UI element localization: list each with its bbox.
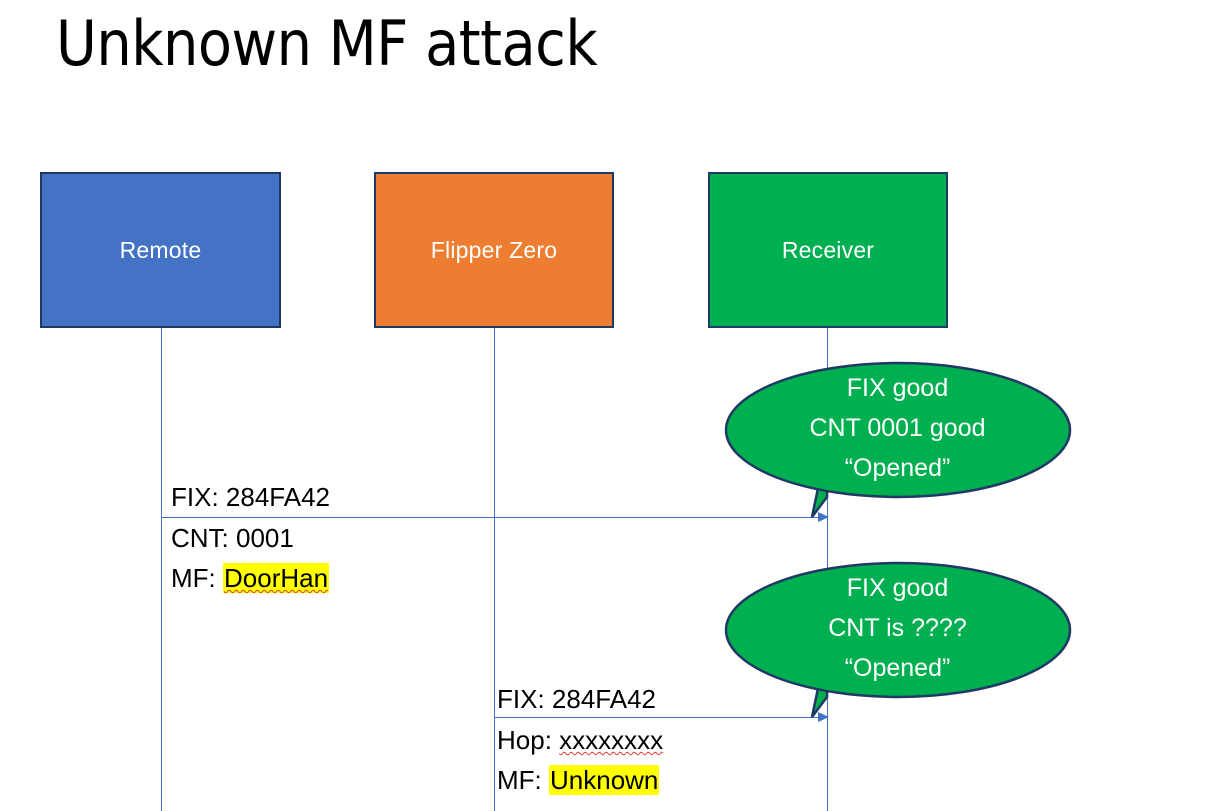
- actor-label-remote: Remote: [119, 236, 202, 263]
- actor-box-receiver[interactable]: Receiver: [708, 172, 948, 328]
- actor-label-receiver: Receiver: [781, 236, 875, 263]
- message-2-label-above: FIX: 284FA42: [497, 679, 656, 719]
- speech-bubble-shape: [724, 361, 1072, 518]
- message-1-cnt-line: CNT: 0001: [171, 518, 329, 558]
- speech-bubble-shape: [724, 561, 1072, 718]
- speech-bubble-receiver-1: FIX good CNT 0001 good “Opened”: [724, 361, 1072, 520]
- message-2-mf-line: MF: Unknown: [497, 760, 663, 800]
- message-1-label-below: CNT: 0001 MF: DoorHan: [171, 518, 330, 598]
- speech-bubble-ellipse: [724, 561, 1072, 699]
- lifeline-flipper: [494, 328, 495, 811]
- actor-box-remote[interactable]: Remote: [40, 172, 281, 328]
- message-arrow-remote-to-receiver: [161, 512, 829, 522]
- message-2-hop-value: xxxxxxxx: [559, 725, 664, 755]
- arrow-head-icon: [818, 712, 829, 722]
- actor-box-flipper[interactable]: Flipper Zero: [374, 172, 614, 328]
- message-2-label-below: Hop: xxxxxxxx MF: Unknown: [497, 720, 663, 800]
- message-2-fix-text: FIX: 284FA42: [497, 684, 656, 714]
- message-1-fix-text: FIX: 284FA42: [171, 482, 330, 512]
- message-1-mf-line: MF: DoorHan: [171, 558, 330, 598]
- actor-label-flipper: Flipper Zero: [430, 236, 558, 263]
- message-1-cnt-text: CNT: 0001: [171, 523, 294, 553]
- message-2-mf-prefix: MF:: [497, 765, 549, 795]
- page-title: Unknown MF attack: [56, 7, 598, 80]
- arrow-head-icon: [818, 512, 829, 522]
- message-arrow-flipper-to-receiver: [494, 712, 829, 722]
- lifeline-remote: [161, 328, 162, 811]
- speech-bubble-receiver-2: FIX good CNT is ???? “Opened”: [724, 561, 1072, 720]
- message-2-hop-line: Hop: xxxxxxxx: [497, 720, 663, 760]
- message-1-mf-prefix: MF:: [171, 563, 223, 593]
- message-1-label-above: FIX: 284FA42: [171, 477, 330, 517]
- message-2-hop-prefix: Hop:: [497, 725, 560, 755]
- speech-bubble-ellipse: [724, 361, 1072, 499]
- message-1-mf-value: DoorHan: [223, 563, 330, 593]
- message-2-mf-value: Unknown: [549, 765, 660, 795]
